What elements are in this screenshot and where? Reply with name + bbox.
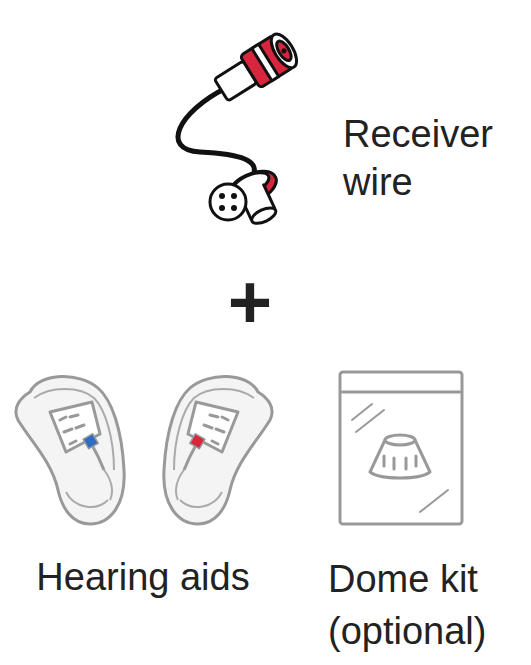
connector-face bbox=[266, 30, 301, 72]
left-marker bbox=[83, 434, 98, 449]
bag-glare bbox=[356, 410, 384, 432]
part-label: Dome kit (optional) bbox=[328, 553, 526, 657]
connector-shaft-end bbox=[249, 205, 278, 227]
pin bbox=[231, 205, 237, 211]
dome-kit-bag bbox=[340, 372, 462, 524]
connector-pin bbox=[280, 47, 287, 54]
receiver-wire bbox=[178, 30, 302, 232]
bag-glare bbox=[420, 490, 448, 512]
part-label: Hearing aids bbox=[8, 553, 278, 601]
receiver-cable bbox=[178, 88, 254, 178]
connector-socket bbox=[274, 39, 294, 63]
bag-outline bbox=[340, 372, 462, 524]
receiver-top-connector bbox=[211, 30, 302, 106]
hearing-aid-body bbox=[164, 376, 272, 524]
dome-slots bbox=[384, 456, 416, 469]
bag-glare bbox=[352, 404, 372, 420]
hearing-aid-left bbox=[16, 376, 124, 524]
right-marker bbox=[190, 434, 205, 449]
receiver-bottom-connector bbox=[223, 164, 291, 231]
hearing-aid-body bbox=[16, 376, 124, 524]
hearing-aid-right bbox=[164, 376, 272, 524]
pin bbox=[231, 193, 237, 199]
dome-top bbox=[385, 435, 415, 445]
pin-face bbox=[210, 184, 246, 220]
part-label: Receiver wire bbox=[343, 110, 525, 206]
plus-sign: + bbox=[200, 262, 300, 342]
pin bbox=[219, 193, 225, 199]
pin bbox=[219, 205, 225, 211]
connector-pins bbox=[210, 184, 246, 220]
bag-zip bbox=[342, 391, 460, 394]
